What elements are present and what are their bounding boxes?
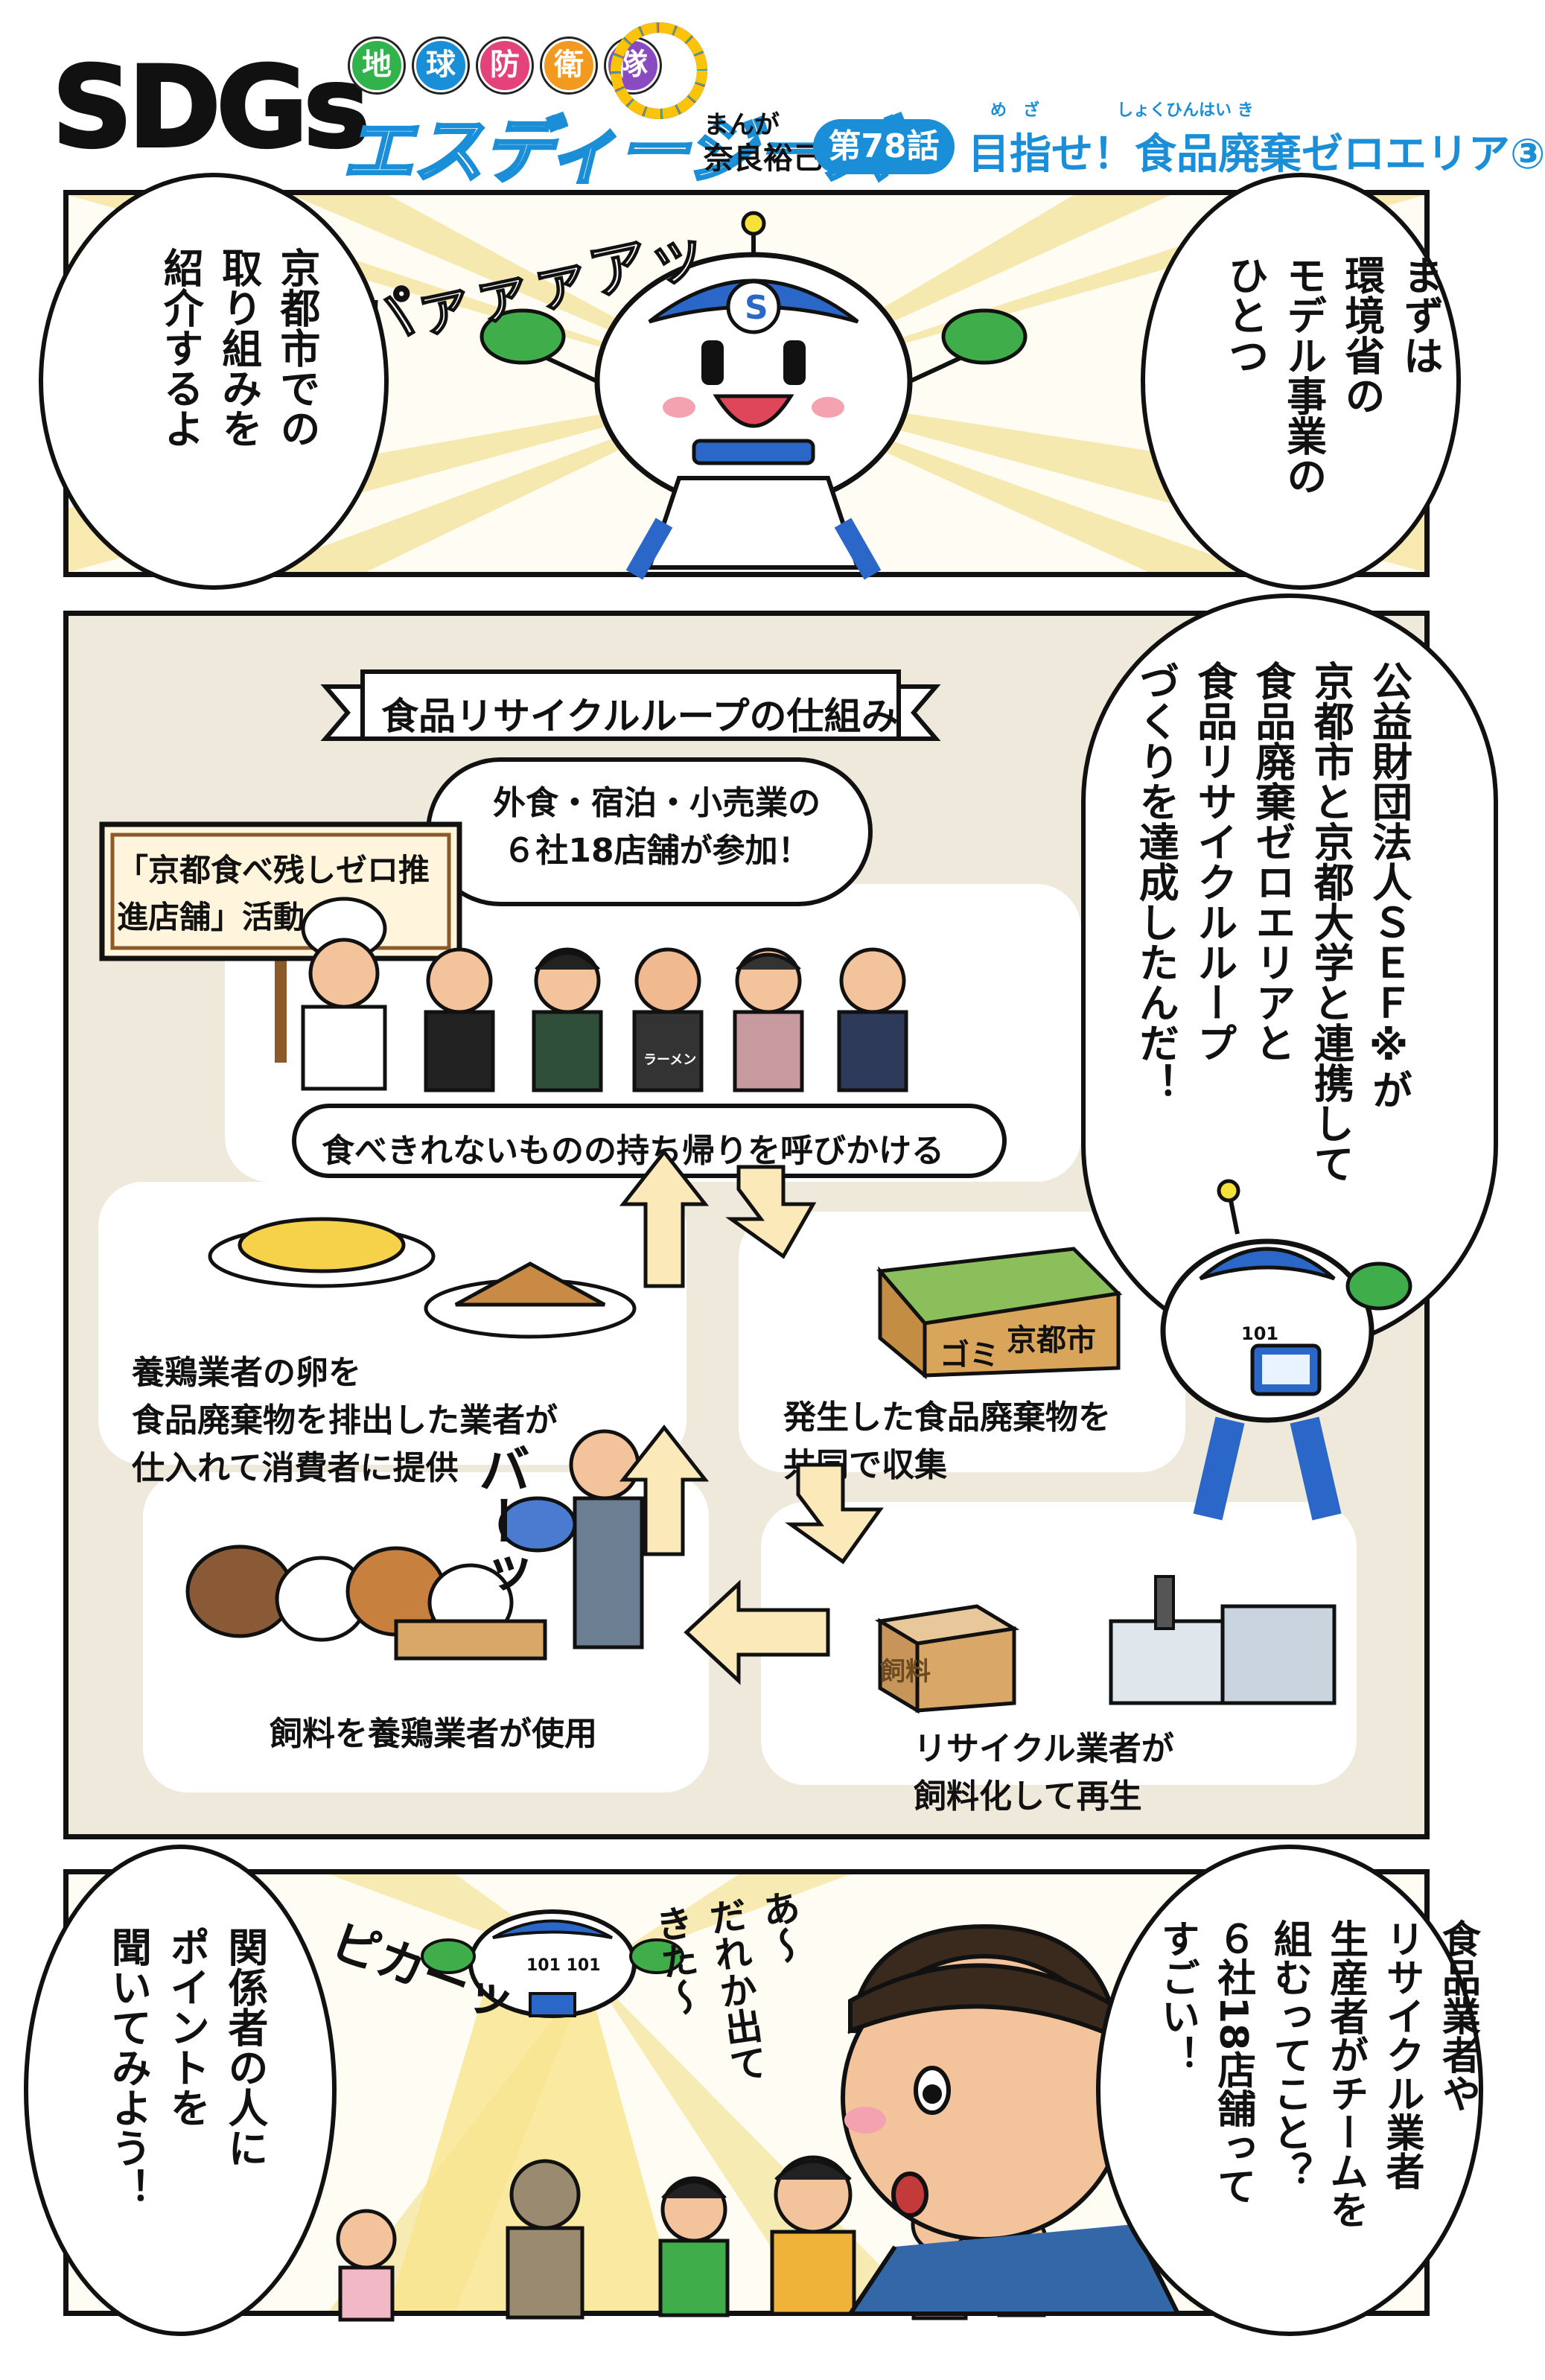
box-label-gomi: ゴミ [940,1338,999,1372]
title-ruby-2: しょくひんはい き [1117,101,1254,120]
egg-dishes-illustration [208,1217,637,1339]
step-eggs-text: 養鶏業者の卵を 食品廃棄物を排出した業者が 仕入れて消費者に提供 [132,1354,558,1487]
boy-character [841,1924,1182,2316]
speech-text-left: 京都市での 取り組みを 紹介するよ [156,247,320,448]
sdg-wheel-icon [611,22,707,119]
robot-small [421,1909,684,2018]
step-feed-text: 飼料を養鶏業者が使用 [270,1715,597,1753]
arrow-up-2 [619,1148,710,1288]
title-ruby-1: め ざ [990,101,1040,120]
robot-character: S [480,211,1028,580]
svg-text:S: S [745,289,768,327]
speech-text-left-3: 関係者の人に ポイントを 聞いてみよう！ [104,1926,268,2208]
episode-title: 目指せ！食品廃棄ゼロエリア③ [968,130,1545,179]
arrow-down-right-2 [785,1463,884,1565]
panel-1: S パァァァアッ 京都市での 取り組みを 紹介するよ まずは 環境省の モデル事… [39,173,1461,590]
step-recycle-text: リサイクル業者が 飼料化して再生 [914,1730,1174,1816]
speech-bubble-right [1141,173,1461,590]
logo-char-1: 地 [350,39,404,92]
heading-text: 食品リサイクルループの仕組み [381,695,899,738]
chicken-farmer-illustration [185,1429,644,1661]
participants-illustration [301,897,908,1092]
light-burst-background-3 [329,1874,925,2311]
banner-text: 食べきれないものの持ち帰りを呼びかける [322,1132,944,1170]
manga-label: まんが [704,110,780,140]
logo-sdgs: SDGs [51,43,372,173]
arrow-left [684,1579,830,1685]
explanation-text: 公益財団法人ＳＥＦ※が 京都市と京都大学と連携して 食品廃棄ゼロエリアと 食品リ… [1132,661,1412,1183]
apron-label: ラーメン [643,1052,697,1068]
speech-bubble-participants [426,757,873,906]
sign-text: 「京都食べ残しゼロ推進店舗」活動 [117,852,430,935]
banner-box [292,1104,1007,1178]
heading-ribbon [320,669,941,741]
arrow-up-1 [619,1424,710,1556]
feed-box-label: 飼料 [880,1657,931,1687]
speech-bubble-left [39,173,389,590]
garbage-box-illustration [876,1247,1123,1380]
arrow-down-right-1 [725,1165,817,1259]
logo-title: エスディージーズ [341,108,896,194]
speech-bubble-explanation [1081,594,1498,1353]
speech-text-right: まずは 環境省の モデル事業の ひとつ [1221,255,1444,496]
logo-char-2: 球 [414,39,468,92]
author-name: 奈良裕己 [704,141,823,176]
sfx-pour: バーッ [470,1442,531,1599]
robot-face-text: 101 [1241,1323,1279,1344]
participants-text: 外食・宿泊・小売業の ６社18店舗が参加！ [493,784,821,870]
panel-2: 食品リサイクルループの仕組み 外食・宿泊・小売業の ６社18店舗が参加！ 「京都… [63,594,1498,1839]
speech-bubble-right-3 [1096,1845,1483,2336]
crowd-exclamation: あ〜 だれか出て きた〜 [647,1887,808,2086]
panel-3: 101 101 ピカーッ あ〜 だれか出て きた〜 関係者の人に ポイントを 聞… [24,1845,1483,2336]
speech-bubble-left-3 [24,1845,337,2336]
page-header: SDGs 地 球 防 衛 隊 エスディージーズ まんが 奈良裕己 第78話 め … [0,0,1545,194]
logo-subtitle-circles: 地 球 防 衛 隊 [350,39,660,92]
robot-small-face: 101 101 [526,1956,601,1975]
logo-char-4: 衛 [542,39,596,92]
robot-pointing [1160,1179,1412,1521]
episode-badge: 第78話 [813,119,955,174]
sign-board [99,821,462,1063]
speech-text-right-3: 食品業者や リサイクル業者 生産者がチームを 組むってこと？ ６社18店舗って … [1154,1919,1480,2229]
recycle-facility-illustration [874,1575,1337,1714]
logo-char-3: 防 [478,39,532,92]
box-label-city: 京都市 [1007,1323,1096,1358]
